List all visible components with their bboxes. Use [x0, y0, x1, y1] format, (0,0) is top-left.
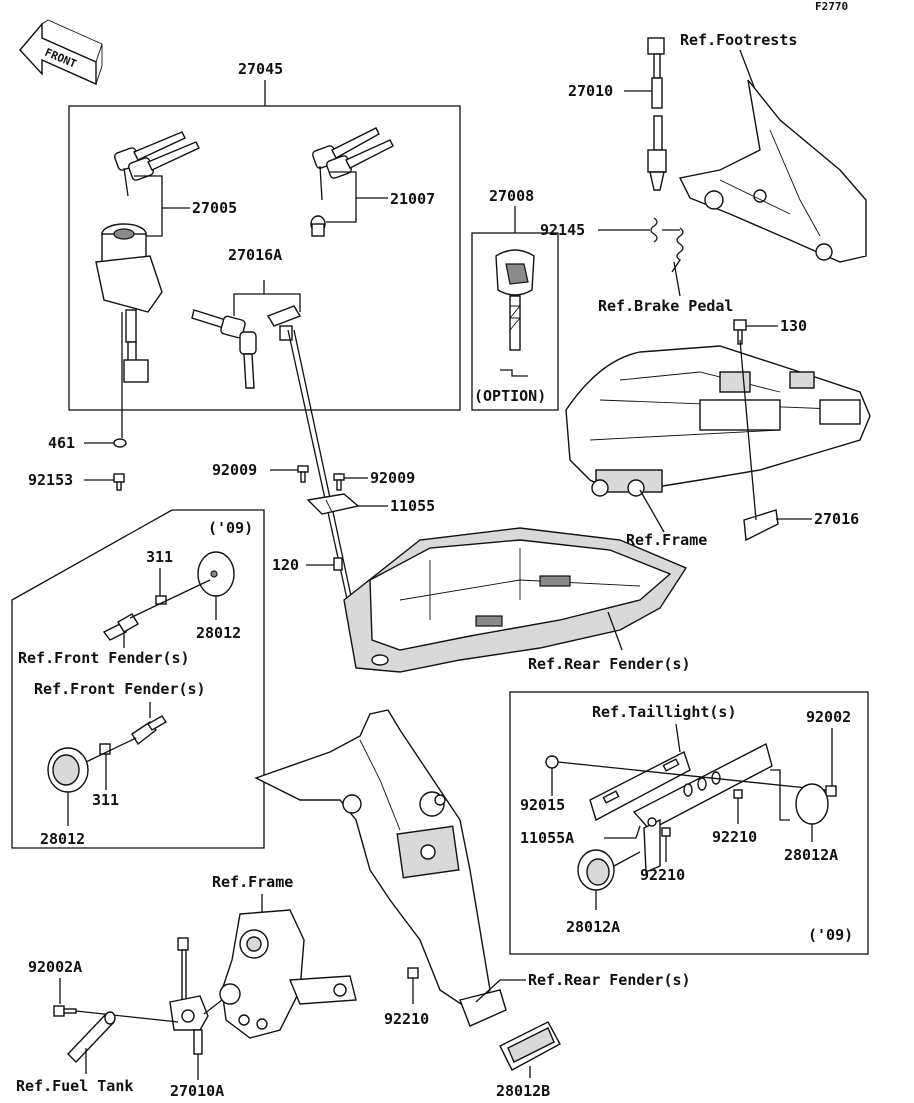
- label-option: (OPTION): [474, 387, 546, 405]
- label-92210-b: 92210: [640, 866, 685, 884]
- label-27016A: 27016A: [228, 246, 282, 264]
- label-28012A-right: 28012A: [784, 846, 838, 864]
- key-icon: [191, 305, 302, 389]
- frame-bracket-icon: [219, 909, 357, 1039]
- label-92002A: 92002A: [28, 958, 82, 976]
- bracket-icon: [589, 742, 773, 874]
- ignition-switch-icon: [95, 223, 163, 383]
- label-92009-right: 92009: [370, 469, 415, 487]
- bolt-icon: [825, 785, 837, 797]
- label-ref-rear-fender-mid: Ref.Rear Fender(s): [528, 655, 691, 673]
- label-ref-front-fender-b: Ref.Front Fender(s): [34, 680, 206, 698]
- bolt-icon: [131, 715, 167, 746]
- label-ref-rear-fender-bottom: Ref.Rear Fender(s): [528, 971, 691, 989]
- label-year-09-left: ('09): [208, 519, 253, 537]
- label-11055: 11055: [390, 497, 435, 515]
- key-icon: [310, 127, 394, 237]
- reflector-icon: [197, 551, 235, 597]
- label-92002: 92002: [806, 708, 851, 726]
- label-311-bottom: 311: [92, 791, 119, 809]
- label-year-09-right: ('09): [808, 926, 853, 944]
- nut-icon: [407, 967, 419, 979]
- label-27010A: 27010A: [170, 1082, 224, 1100]
- label-27016: 27016: [814, 510, 859, 528]
- label-92210-a: 92210: [712, 828, 757, 846]
- label-92153: 92153: [28, 471, 73, 489]
- diagram-code: F2770: [815, 0, 848, 13]
- label-ref-fuel-tank: Ref.Fuel Tank: [16, 1077, 133, 1095]
- fender-reflector-box: [11, 509, 265, 849]
- kawasaki-logo-icon: [495, 249, 535, 377]
- label-92015: 92015: [520, 796, 565, 814]
- rear-fender-icon: [343, 527, 688, 673]
- label-27010: 27010: [568, 82, 613, 100]
- label-ref-frame-top: Ref.Frame: [626, 531, 707, 549]
- taillight-bracket-box: [509, 691, 869, 955]
- screw-icon: [297, 465, 345, 491]
- label-27005: 27005: [192, 199, 237, 217]
- label-ref-brake-pedal: Ref.Brake Pedal: [598, 297, 733, 315]
- fuel-hose-icon: [67, 1011, 116, 1064]
- label-28012B: 28012B: [496, 1082, 550, 1100]
- label-ref-taillight: Ref.Taillight(s): [592, 703, 737, 721]
- label-28012A-bottom: 28012A: [566, 918, 620, 936]
- nut-icon: [155, 595, 167, 605]
- spring-icon: [650, 217, 684, 273]
- label-27008: 27008: [489, 187, 534, 205]
- label-311-top: 311: [146, 548, 173, 566]
- label-92145: 92145: [540, 221, 585, 239]
- bolt-icon: [102, 613, 139, 641]
- label-21007: 21007: [390, 190, 435, 208]
- brake-light-switch-icon: [647, 37, 667, 191]
- rear-frame-icon: [565, 339, 871, 542]
- washer-icon: [113, 438, 127, 448]
- clip-icon: [333, 557, 343, 571]
- label-130: 130: [780, 317, 807, 335]
- license-plate-bracket-icon: [254, 709, 507, 1027]
- bolt-icon: [53, 1005, 77, 1017]
- nut-icon: [545, 755, 559, 769]
- reflector-icon: [795, 783, 829, 825]
- label-ref-frame-bottom: Ref.Frame: [212, 873, 293, 891]
- footrest-bracket-icon: [678, 79, 867, 263]
- fuel-tank-switch-icon: [169, 937, 209, 1055]
- reflector-icon: [47, 747, 89, 793]
- nut-icon: [99, 743, 111, 755]
- label-ref-footrests: Ref.Footrests: [680, 31, 797, 49]
- label-11055A: 11055A: [520, 829, 574, 847]
- reflector-icon: [577, 849, 615, 891]
- label-92009-left: 92009: [212, 461, 257, 479]
- label-ref-front-fender-a: Ref.Front Fender(s): [18, 649, 190, 667]
- bolt-icon: [113, 473, 125, 491]
- label-28012-top: 28012: [196, 624, 241, 642]
- key-icon: [114, 131, 200, 197]
- label-92210-c: 92210: [384, 1010, 429, 1028]
- label-27045: 27045: [238, 60, 283, 78]
- label-120: 120: [272, 556, 299, 574]
- reflector-icon: [499, 1021, 561, 1071]
- label-461: 461: [48, 434, 75, 452]
- label-28012-bottom: 28012: [40, 830, 85, 848]
- bracket-icon: [306, 493, 360, 515]
- front-arrow-icon: FRONT: [19, 19, 103, 86]
